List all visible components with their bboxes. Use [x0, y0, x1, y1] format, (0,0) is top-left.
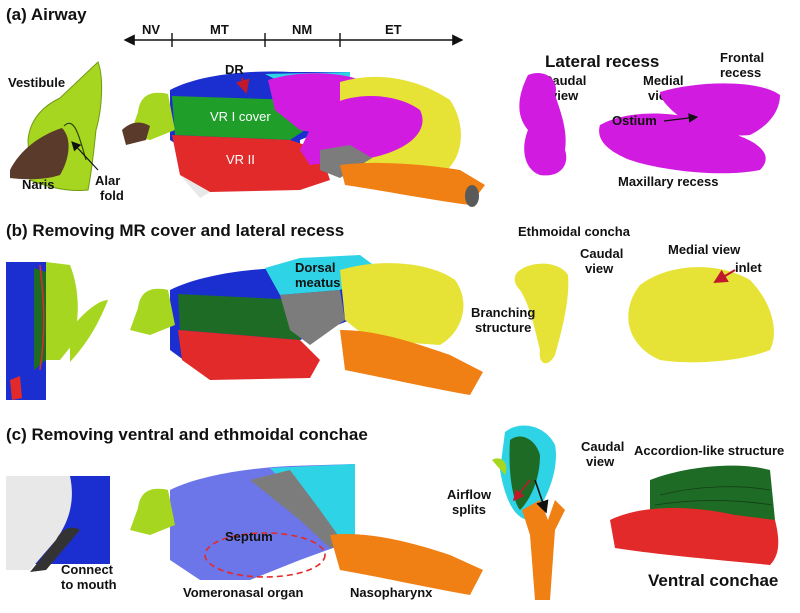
vr1-cover-label: VR I cover — [210, 109, 271, 124]
vr2-shape — [172, 135, 330, 192]
caudal-view-b-label-1: Caudal — [580, 246, 623, 261]
septum-label: Septum — [225, 529, 273, 544]
inlet-label: inlet — [735, 260, 762, 275]
mr-cover-inset — [6, 262, 108, 400]
branching-label-1: Branching — [471, 305, 535, 320]
nasopharynx-tube-a — [340, 162, 485, 205]
inset-red-line — [39, 264, 45, 371]
caudal-view-b-shape — [514, 263, 569, 364]
gray-floor-a — [320, 145, 372, 178]
dr-label: DR — [225, 62, 244, 77]
alar-fold-pointer — [71, 141, 99, 171]
vomeronasal-ellipse — [204, 532, 326, 578]
ventral-conchae: Accordion-like structure Ventral conchae — [610, 443, 784, 590]
medial-view-b-label: Medial view — [668, 242, 741, 257]
caudal-view-b-label-2: view — [585, 261, 614, 276]
ethmoid-dark-green — [178, 294, 300, 340]
dr-arrow — [235, 77, 250, 94]
naris-shape-a — [122, 122, 150, 145]
white-underside — [180, 175, 210, 198]
accordion-green-shape — [650, 465, 775, 520]
nv-green-shape-c — [130, 488, 175, 535]
vr2-shape-b — [178, 330, 320, 380]
tube-end-a — [465, 185, 479, 207]
maxillary-recess-label: Maxillary recess — [618, 174, 718, 189]
mouth-inset-dark — [30, 527, 80, 572]
vestibule-label: Vestibule — [8, 75, 65, 90]
inlet-arrow — [713, 269, 736, 284]
inset-red-tip — [10, 376, 22, 400]
accordion-label: Accordion-like structure — [634, 443, 784, 458]
naris-label: Naris — [22, 177, 55, 192]
dorsal-meatus-label-1: Dorsal — [295, 260, 335, 275]
caudal-view-label-2: view — [550, 88, 579, 103]
vr2-label: VR II — [226, 152, 255, 167]
alar-fold-label-2: fold — [100, 188, 124, 203]
panel-c: (c) Removing ventral and ethmoidal conch… — [6, 425, 784, 600]
panel-a: (a) Airway NV MT NM ET Vestibule Naris A… — [6, 5, 780, 207]
panel-b: (b) Removing MR cover and lateral recess… — [6, 221, 774, 400]
region-mt: MT — [210, 22, 229, 37]
nv-green-shape-b — [130, 288, 175, 335]
ostium-label: Ostium — [612, 113, 657, 128]
lateral-recess-title: Lateral recess — [545, 52, 659, 71]
accordion-ridges — [654, 486, 773, 506]
mouth-inset-white — [6, 476, 72, 570]
inset-fold-shape — [70, 300, 108, 362]
frontal-recess-label-2: recess — [720, 65, 761, 80]
branching-label-2: structure — [475, 320, 531, 335]
caudal-c-lime — [492, 458, 507, 475]
nasopharynx-tube-b — [340, 330, 483, 395]
region-nv: NV — [142, 22, 160, 37]
panel-b-title: (b) Removing MR cover and lateral recess — [6, 221, 344, 240]
ethmoidal-concha: Ethmoidal concha Caudal view Branching s… — [471, 224, 774, 364]
medial-view-label-1: Medial — [643, 73, 683, 88]
ethmoidal-yellow-b — [340, 263, 464, 345]
caudal-c-orange — [522, 500, 565, 600]
medial-view-b-shape — [628, 267, 774, 363]
panel-a-title: (a) Airway — [6, 5, 87, 24]
alar-fold-label-1: Alar — [95, 173, 120, 188]
maxillary-magenta-shape — [300, 95, 423, 165]
airway-model-b: Dorsal meatus — [130, 255, 483, 395]
naris-shape — [10, 128, 69, 180]
ventral-red-shape — [610, 508, 779, 565]
mouth-inset: Connect to mouth — [6, 476, 117, 592]
airflow-arrow-right — [534, 479, 549, 514]
panel-c-title: (c) Removing ventral and ethmoidal conch… — [6, 425, 368, 444]
region-ruler: NV MT NM ET — [123, 22, 464, 47]
connect-label-2: to mouth — [61, 577, 117, 592]
caudal-view-c-label-1: Caudal — [581, 439, 624, 454]
gray-band-c — [250, 470, 345, 548]
ostium-pointer — [663, 113, 699, 123]
airflow-label-2: splits — [452, 502, 486, 517]
region-et: ET — [385, 22, 402, 37]
airflow-split-view: Caudal view Airflow splits — [447, 425, 624, 600]
maxillary-recess-shape — [599, 113, 766, 174]
frontal-recess-label-1: Frontal — [720, 50, 764, 65]
caudal-view-shape — [519, 72, 567, 176]
airway-model-a: DR VR I cover VR II — [122, 62, 485, 207]
airflow-label-1: Airflow — [447, 487, 492, 502]
nasopharynx-tube-c — [330, 534, 483, 595]
vomeronasal-label: Vomeronasal organ — [183, 585, 303, 600]
connect-label-1: Connect — [61, 562, 114, 577]
gray-middle-b — [280, 290, 345, 345]
airflow-arrow-left — [513, 479, 531, 502]
ventral-conchae-label: Ventral conchae — [648, 571, 778, 590]
ethmoidal-concha-title: Ethmoidal concha — [518, 224, 631, 239]
dorsal-meatus-cyan — [265, 255, 380, 295]
dorsal-meatus-label-2: meatus — [295, 275, 341, 290]
vestibule-inset: Vestibule Naris Alar fold — [8, 61, 124, 203]
lateral-recess: Lateral recess Caudal view Medial view F… — [519, 50, 780, 189]
airway-model-c: Septum Vomeronasal organ Nasopharynx — [130, 464, 483, 600]
caudal-view-c-label-2: view — [586, 454, 615, 469]
inset-green-shape — [46, 262, 78, 360]
nasopharynx-label: Nasopharynx — [350, 585, 433, 600]
region-nm: NM — [292, 22, 312, 37]
vr1-cover-shape — [172, 96, 305, 140]
